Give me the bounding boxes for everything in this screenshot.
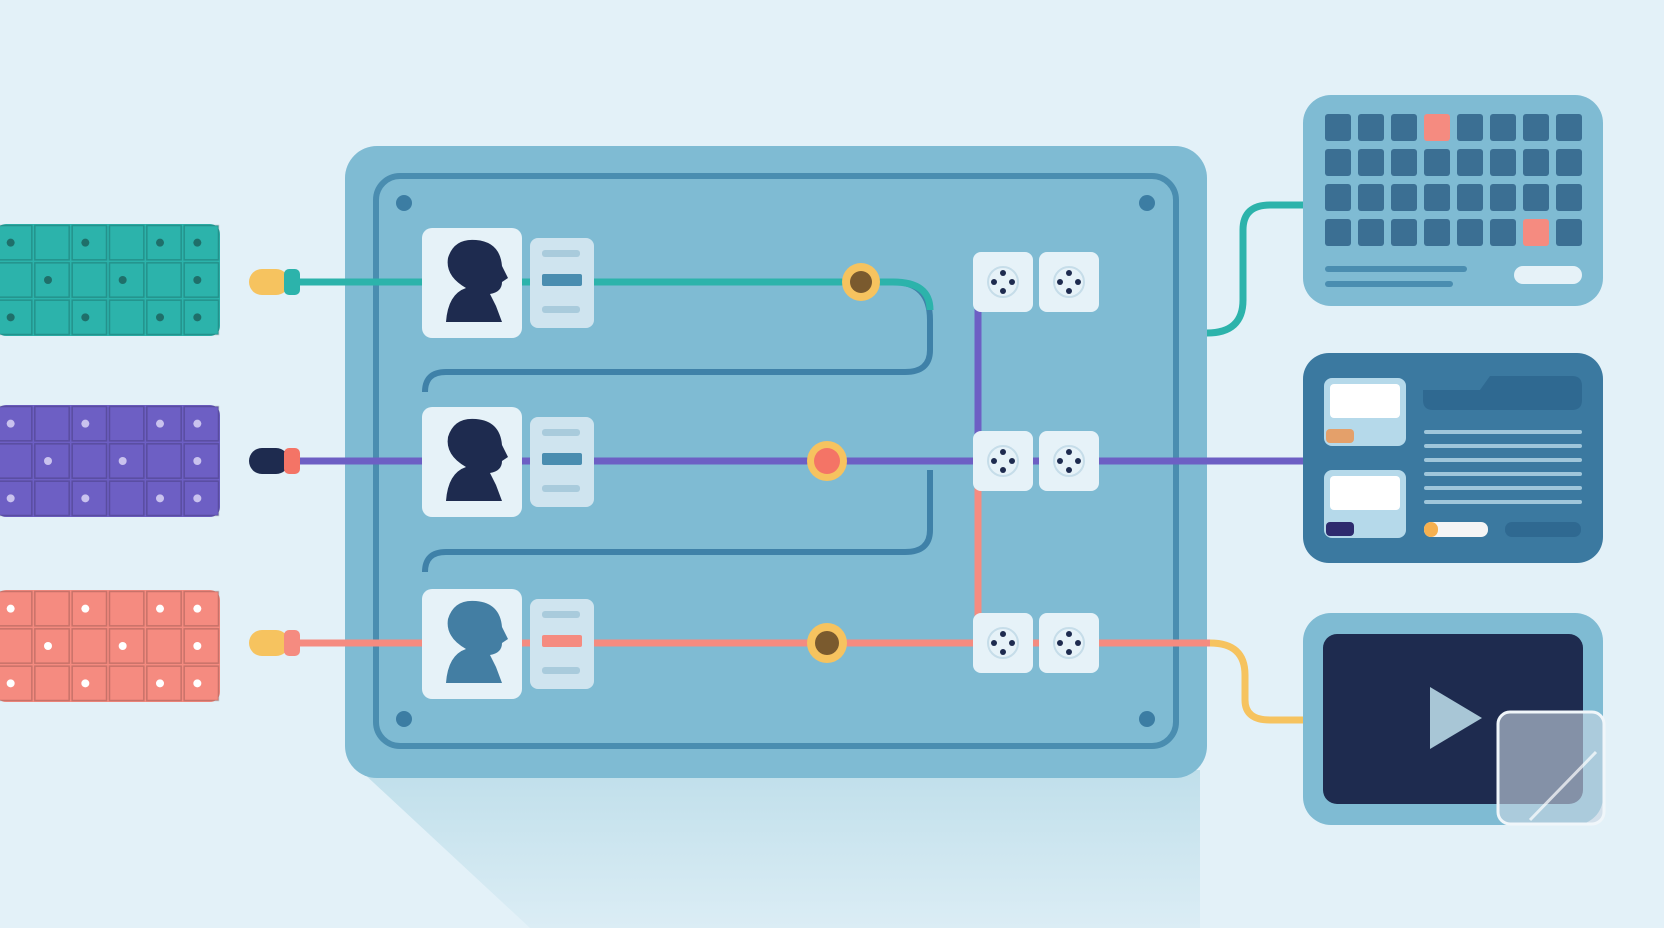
calendar-cell — [1523, 149, 1549, 176]
calendar-cell — [1358, 114, 1384, 141]
document-icon — [1423, 376, 1582, 410]
teal-signal-line — [300, 278, 934, 311]
calendar-cell — [1391, 219, 1417, 246]
document-panel — [1303, 353, 1603, 563]
calendar-cell — [1325, 114, 1351, 141]
calendar-cell — [1424, 149, 1450, 176]
channels — [422, 228, 594, 699]
channel-1 — [422, 228, 594, 338]
glass-overlay — [1496, 710, 1606, 826]
document-line — [1424, 472, 1582, 476]
calendar-cell — [1457, 219, 1483, 246]
document-line — [1424, 486, 1582, 490]
calendar-cell — [1490, 219, 1516, 246]
document-button — [1505, 522, 1581, 537]
calendar-button — [1514, 266, 1582, 284]
channel-2 — [422, 407, 594, 517]
source-grids — [0, 224, 300, 702]
calendar-cell — [1523, 114, 1549, 141]
calendar-icon — [1325, 114, 1582, 246]
calendar-cell — [1391, 114, 1417, 141]
gold-output-cable — [1209, 639, 1303, 724]
calendar-panel — [1303, 95, 1603, 306]
calendar-cell — [1556, 219, 1582, 246]
calendar-cell — [1556, 114, 1582, 141]
calendar-cell — [1490, 184, 1516, 211]
calendar-cell — [1358, 219, 1384, 246]
calendar-cell — [1325, 149, 1351, 176]
calendar-cell — [1358, 184, 1384, 211]
socket — [1039, 252, 1099, 312]
document-line — [1424, 444, 1582, 448]
coral-grid — [0, 590, 300, 702]
connector-plug — [249, 630, 300, 656]
calendar-cell — [1424, 114, 1450, 141]
document-line — [1424, 458, 1582, 462]
info-card — [530, 238, 594, 328]
info-card — [530, 417, 594, 507]
document-tag — [1424, 522, 1488, 537]
connector-plug — [249, 448, 300, 474]
person-silhouette-icon — [446, 600, 508, 683]
calendar-cell — [1424, 184, 1450, 211]
calendar-cell — [1325, 184, 1351, 211]
return-cable — [422, 470, 933, 573]
junction-node — [815, 631, 839, 655]
calendar-text-line — [1325, 281, 1453, 287]
junction-node — [850, 271, 872, 293]
purple-grid — [0, 405, 300, 517]
calendar-cell — [1556, 149, 1582, 176]
info-card — [530, 599, 594, 689]
socket — [973, 431, 1033, 491]
calendar-cell — [1358, 149, 1384, 176]
socket — [973, 252, 1033, 312]
calendar-cell — [1424, 219, 1450, 246]
screw — [1139, 711, 1155, 727]
document-line — [1424, 430, 1582, 434]
calendar-cell — [1325, 219, 1351, 246]
calendar-cell — [1556, 184, 1582, 211]
connector-plug — [249, 269, 300, 295]
screw — [396, 195, 412, 211]
document-line — [1424, 500, 1582, 504]
channel-3 — [422, 589, 594, 699]
calendar-cell — [1391, 149, 1417, 176]
teal-grid — [0, 224, 300, 336]
person-silhouette-icon — [446, 418, 508, 501]
person-silhouette-icon — [446, 239, 508, 322]
screw — [1139, 195, 1155, 211]
document-text-lines — [1424, 430, 1582, 504]
calendar-cell — [1523, 219, 1549, 246]
play-icon — [1430, 687, 1482, 749]
video-panel — [1303, 613, 1606, 826]
calendar-cell — [1490, 114, 1516, 141]
calendar-cell — [1457, 184, 1483, 211]
socket-grid — [973, 252, 1099, 673]
calendar-cell — [1457, 149, 1483, 176]
calendar-cell — [1457, 114, 1483, 141]
calendar-text-line — [1325, 266, 1467, 272]
calendar-cell — [1523, 184, 1549, 211]
calendar-cell — [1490, 149, 1516, 176]
teal-output-cable — [1206, 201, 1303, 337]
panel-shadow — [360, 770, 1200, 928]
socket — [1039, 431, 1099, 491]
calendar-cell — [1391, 184, 1417, 211]
socket — [1039, 613, 1099, 673]
socket — [973, 613, 1033, 673]
junction-node — [814, 448, 840, 474]
screw — [396, 711, 412, 727]
